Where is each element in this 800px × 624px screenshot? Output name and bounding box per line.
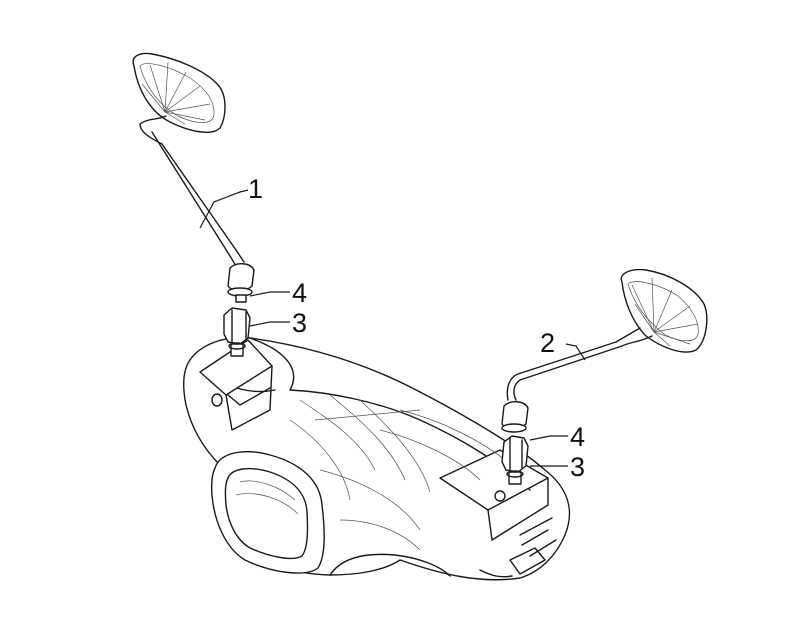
left-mirror xyxy=(132,52,255,303)
right-bolt-nut xyxy=(501,435,529,485)
right-mirror xyxy=(501,268,708,433)
part-label-3-left: 3 xyxy=(292,308,307,338)
part-label-1: 1 xyxy=(248,174,263,204)
part-label-4-right: 4 xyxy=(570,422,585,452)
part-label-3-right: 3 xyxy=(570,452,585,482)
part-label-2: 2 xyxy=(540,328,555,358)
leader-lines xyxy=(199,189,586,467)
part-label-4-left: 4 xyxy=(292,278,307,308)
left-bolt-nut xyxy=(223,307,251,357)
